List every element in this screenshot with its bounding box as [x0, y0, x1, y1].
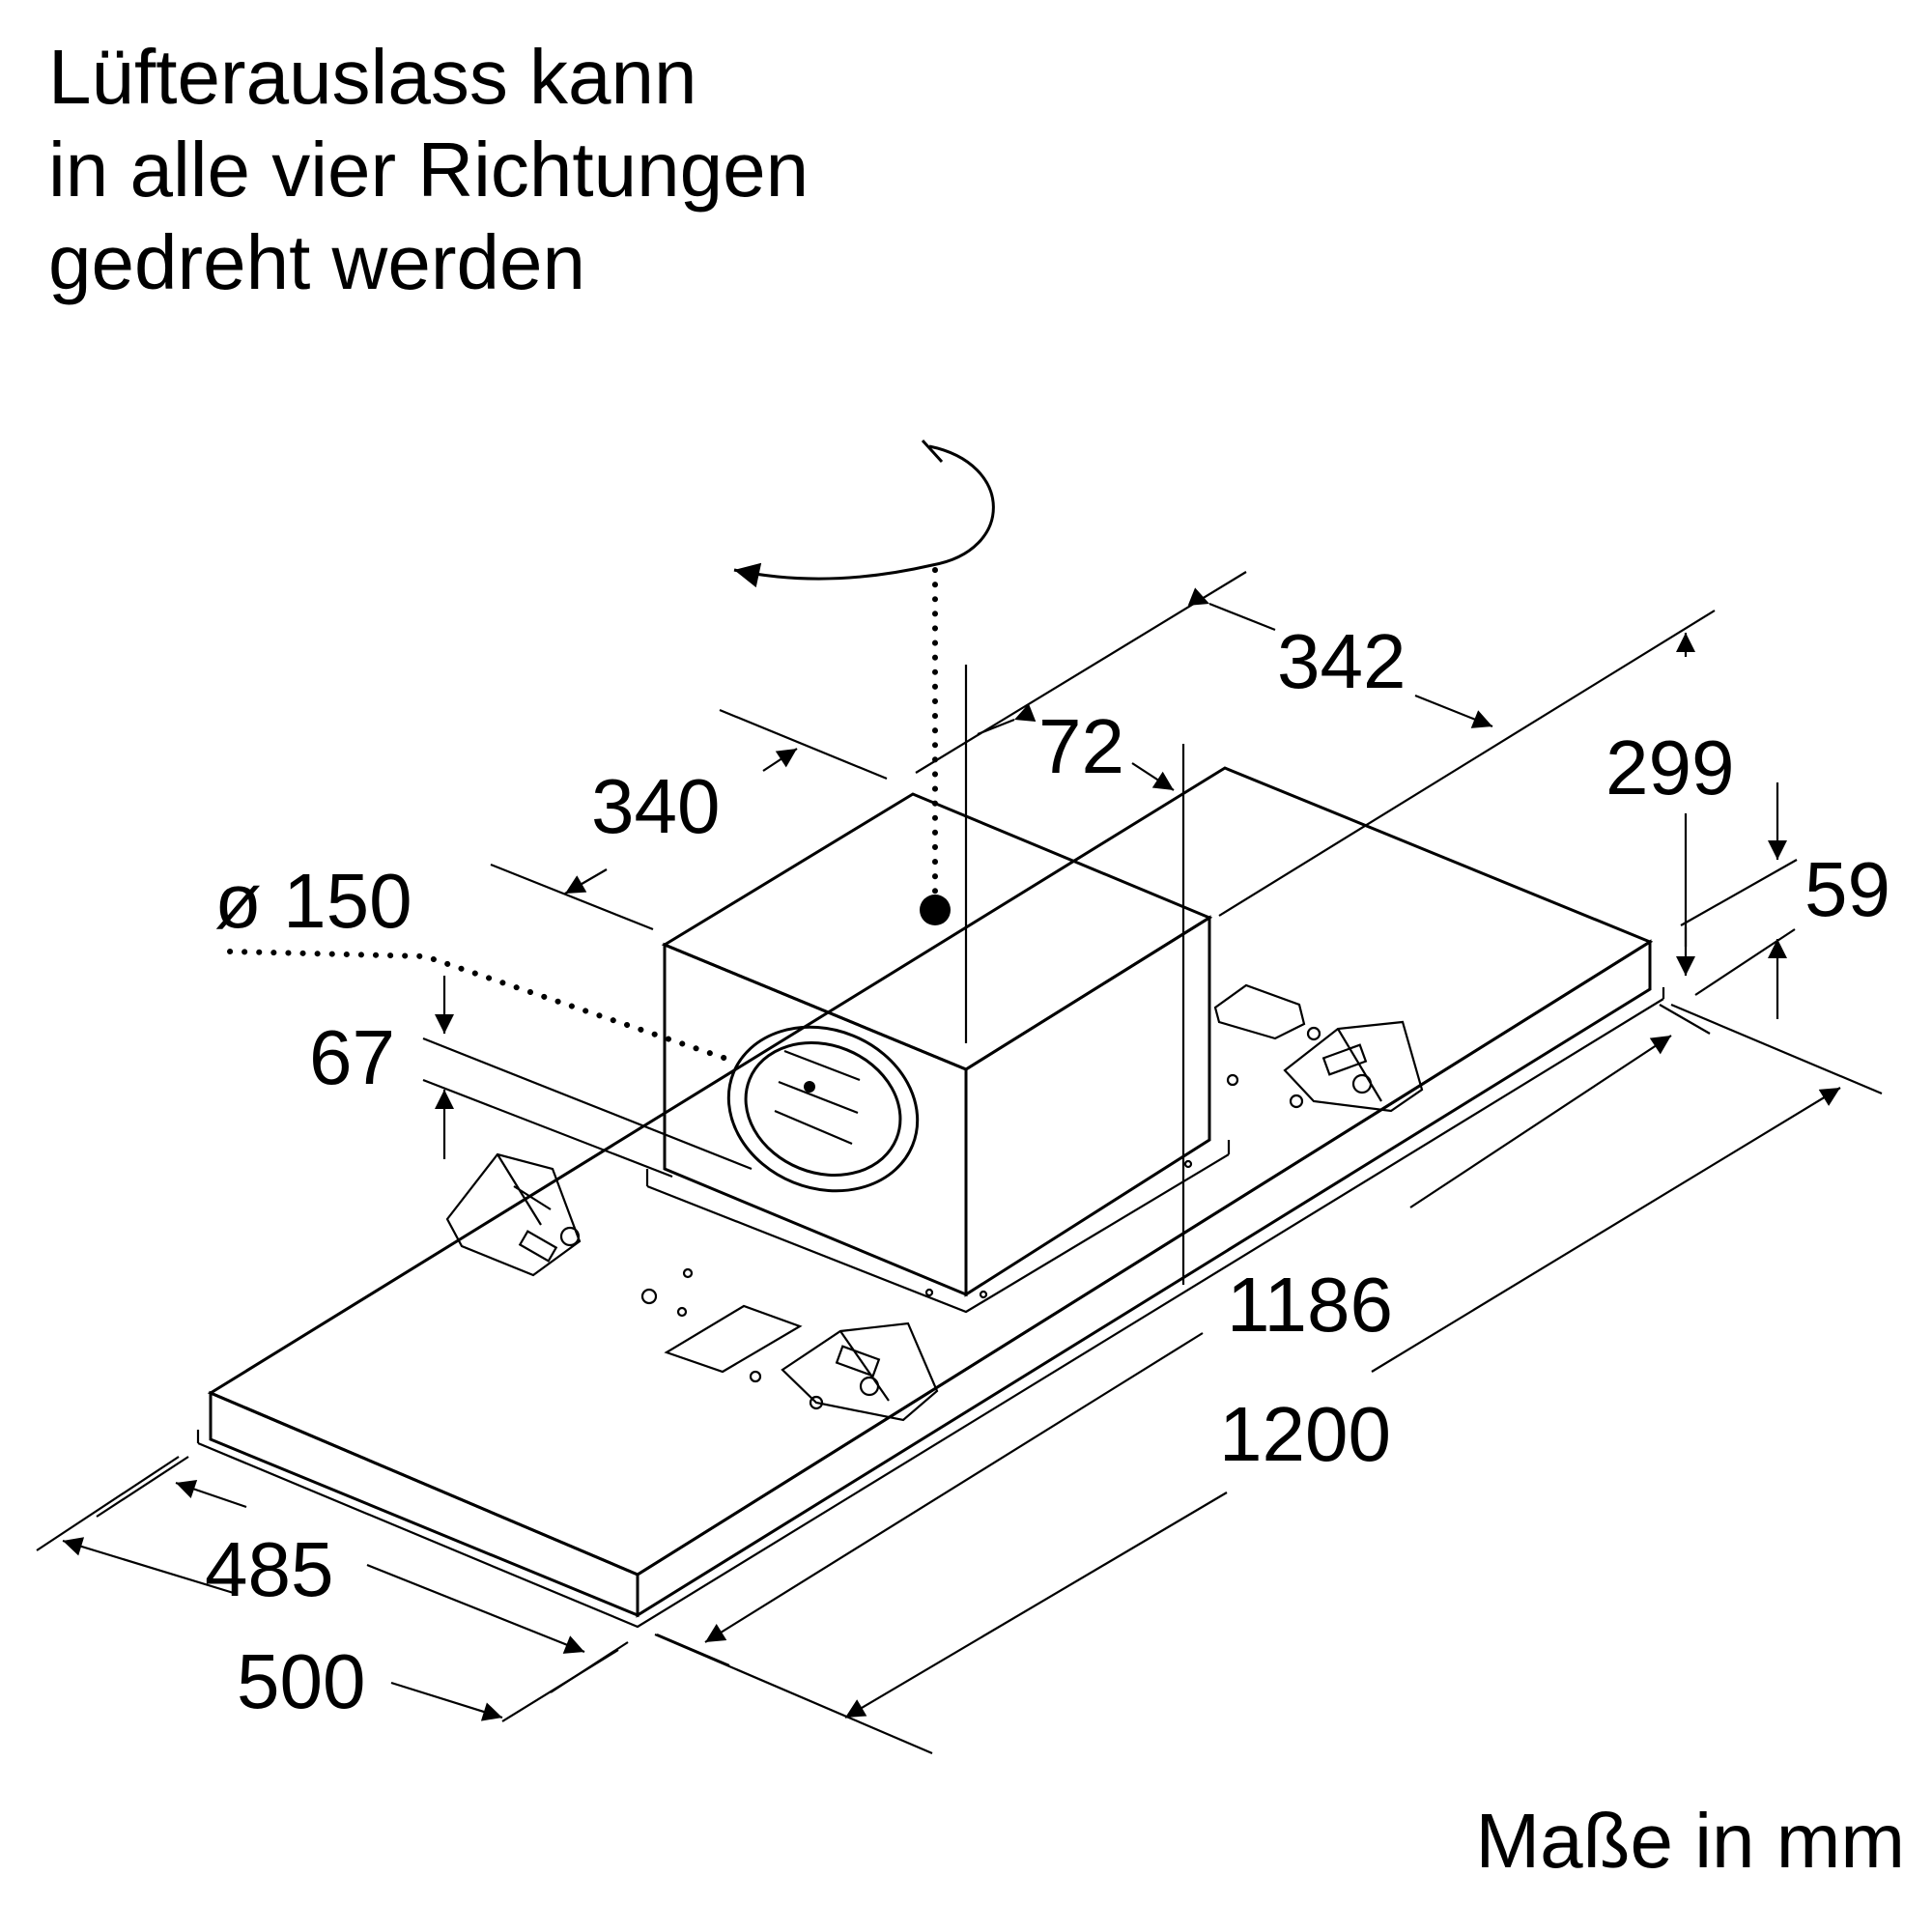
bracket-left: [445, 1152, 582, 1277]
rotation-axis-point: [920, 895, 951, 925]
surface-details: [640, 983, 1321, 1410]
caption: Lüfterauslass kann in alle vier Richtung…: [48, 31, 809, 309]
dim-150-label: ø 150: [214, 858, 412, 944]
hood-bottom-lip: [197, 998, 1664, 1629]
outlet-center-dot: [804, 1081, 815, 1093]
rotation-indicator: [733, 439, 995, 925]
caption-line-3: gedreht werden: [48, 219, 585, 305]
outlet-collar-inner: [744, 1041, 902, 1177]
dim-485-label: 485: [205, 1526, 333, 1612]
dimension-342: 342: [915, 571, 1716, 917]
outlet-flap-line: [774, 1109, 853, 1146]
fan-housing: [645, 792, 1231, 1314]
dimension-1186: 1186: [656, 1004, 1711, 1667]
surface-plate: [664, 1304, 803, 1374]
dim-1186-label: 1186: [1227, 1262, 1393, 1348]
unit-note: Maße in mm: [1475, 1798, 1906, 1884]
dimension-500: 500: [36, 1456, 619, 1724]
dim-72-label: 72: [1038, 703, 1124, 789]
rotation-arrow-tail: [921, 439, 944, 464]
hood-body: [196, 766, 1665, 1629]
fan-box-front: [663, 942, 968, 1297]
caption-line-2: in alle vier Richtungen: [48, 127, 810, 213]
dim-1200-label: 1200: [1219, 1391, 1391, 1477]
rotation-arrow: [733, 444, 995, 588]
outlet-collar-outer: [726, 1025, 920, 1193]
dimension-340: 340: [490, 708, 888, 931]
dimension-299-59: 299 59: [1605, 633, 1890, 1019]
fan-box-side: [964, 915, 1211, 1297]
dimension-1200: 1200: [654, 1003, 1883, 1755]
hood-side-face: [636, 939, 1652, 1618]
fan-box-top: [661, 792, 1213, 1071]
fan-flange: [646, 1153, 1230, 1314]
dimension-72: 72: [964, 665, 1185, 1285]
surface-plate-right: [1213, 983, 1306, 1040]
dim-340-label: 340: [591, 763, 720, 849]
hood-top-face: [207, 766, 1654, 1577]
dimension-485: 485: [96, 1456, 629, 1693]
outlet-flap-line: [778, 1080, 859, 1115]
dim-150-leader: [227, 949, 735, 1064]
dimension-150-67: ø 150 67: [214, 858, 753, 1179]
bracket-right: [1283, 1020, 1424, 1113]
dim-500-label: 500: [237, 1638, 365, 1724]
outlet-flap-line: [783, 1049, 861, 1082]
dim-59-label: 59: [1804, 846, 1890, 932]
dim-67-label: 67: [309, 1014, 395, 1100]
dim-299-label: 299: [1605, 724, 1734, 810]
caption-line-1: Lüfterauslass kann: [48, 34, 697, 120]
dim-342-label: 342: [1277, 618, 1406, 704]
bracket-center: [781, 1321, 939, 1422]
mounting-brackets: [445, 1020, 1424, 1422]
